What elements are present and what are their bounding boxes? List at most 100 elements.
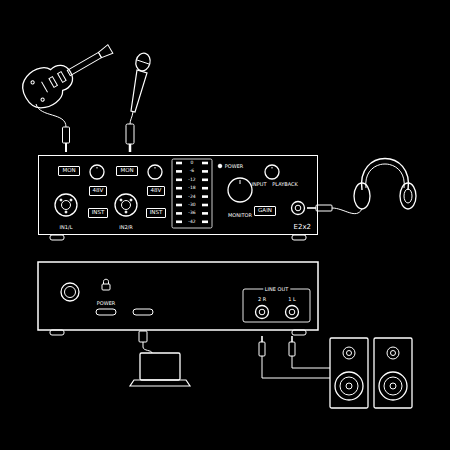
meter-led — [202, 162, 208, 165]
tweeter — [343, 347, 355, 359]
mic-cable — [130, 112, 133, 124]
button-label: INST — [150, 210, 163, 216]
usb-plug — [139, 331, 147, 342]
woofer-cone — [340, 377, 358, 395]
knob-pointer — [240, 180, 241, 184]
guitar-neck — [67, 52, 101, 75]
panel-button: 48V — [89, 186, 108, 197]
back-panel-art — [38, 262, 318, 335]
guitar-bridge — [42, 82, 48, 92]
knob — [148, 165, 162, 179]
knob-pointer — [272, 167, 273, 169]
mic-body — [131, 70, 147, 112]
meter-led — [202, 170, 208, 173]
xlr-pin — [120, 199, 122, 201]
meter-scale: -30 — [188, 203, 195, 208]
front-panel: E2x2 MON 48V INST MON 48V INST GAIN — [38, 155, 318, 235]
panel-label: 2 R — [258, 297, 266, 302]
meter-scale: 0 — [191, 161, 194, 166]
guitar-pickup — [58, 72, 66, 83]
speaker-icon — [330, 338, 368, 408]
panel-label: INPUT — [252, 182, 267, 187]
combo-jack — [55, 194, 77, 216]
guitar-icon — [16, 32, 120, 115]
meter-led — [202, 187, 208, 190]
knob-body — [148, 165, 162, 179]
speaker-cable — [262, 356, 330, 378]
headphone-cable — [332, 208, 362, 214]
line-plug-tip — [261, 336, 263, 342]
xlr-plug-tip — [129, 144, 132, 152]
usb-port — [133, 309, 153, 315]
button-label: 48V — [93, 188, 104, 194]
meter-led — [176, 221, 182, 224]
button-label: MON — [62, 168, 75, 174]
panel-label: POWER — [97, 301, 116, 306]
meter-led — [176, 212, 182, 215]
panel-label: PLAYBACK — [272, 182, 298, 187]
speaker-cabinet — [330, 338, 368, 408]
model-name: E2x2 — [294, 224, 311, 231]
button-label: INST — [92, 210, 105, 216]
speaker-icon — [374, 338, 412, 408]
knob-body — [265, 165, 279, 179]
line-out-jack — [256, 306, 269, 319]
meter-led — [202, 179, 208, 182]
tweeter-dome — [391, 351, 396, 356]
laptop-base — [130, 380, 190, 386]
lock-shackle — [104, 279, 109, 284]
headphones-icon — [354, 159, 416, 210]
headphone-plug-tip — [307, 207, 316, 209]
guitar-knob — [30, 80, 34, 84]
meter-led — [176, 162, 182, 165]
meter-led — [202, 195, 208, 198]
knob-pointer — [155, 167, 156, 169]
back-panel — [38, 262, 318, 330]
knob-pointer — [97, 167, 98, 169]
usb-cable — [143, 342, 152, 353]
button-label: MON — [120, 168, 133, 174]
headphone-jack-hole — [295, 205, 301, 211]
xlr-pin — [60, 199, 62, 201]
panel-label: MONITOR — [228, 213, 252, 218]
line-out-jack — [286, 306, 299, 319]
panel-button: 48V — [147, 186, 166, 197]
mic-grille-line — [137, 60, 149, 64]
meter-led — [176, 179, 182, 182]
knob-body — [228, 178, 252, 202]
foot — [292, 235, 306, 240]
front-panel-art — [50, 159, 306, 240]
woofer-cap — [346, 383, 352, 389]
xlr-pin — [130, 199, 132, 201]
xlr-plug — [126, 124, 134, 144]
line-plug — [259, 342, 265, 356]
microphone-icon — [131, 51, 152, 112]
woofer — [335, 372, 363, 400]
knob — [90, 165, 104, 179]
meter-scale: -12 — [188, 178, 195, 183]
headphone-plug — [316, 205, 332, 211]
guitar-pickup — [49, 77, 57, 88]
ear-cup — [400, 183, 416, 209]
meter-led — [202, 221, 208, 224]
speaker-cable — [292, 356, 330, 368]
combo-jack-ring — [55, 194, 77, 216]
combo-jack-hole — [62, 201, 71, 210]
meter-frame — [172, 159, 212, 228]
foot — [292, 330, 306, 335]
panel-button: INST — [88, 208, 109, 219]
xlr-pin — [65, 211, 67, 213]
panel-button: MON — [58, 166, 79, 177]
meter-led — [176, 187, 182, 190]
panel-label: IN2/R — [119, 225, 133, 230]
panel-button: GAIN — [254, 206, 276, 217]
ear-cup — [354, 183, 370, 209]
button-label: GAIN — [258, 208, 272, 214]
line-plug-tip — [291, 336, 293, 342]
line-plug — [289, 342, 295, 356]
woofer-cone — [384, 377, 402, 395]
knob-body — [90, 165, 104, 179]
meter-scale: -6 — [190, 169, 195, 174]
power-button-cap — [65, 287, 76, 298]
